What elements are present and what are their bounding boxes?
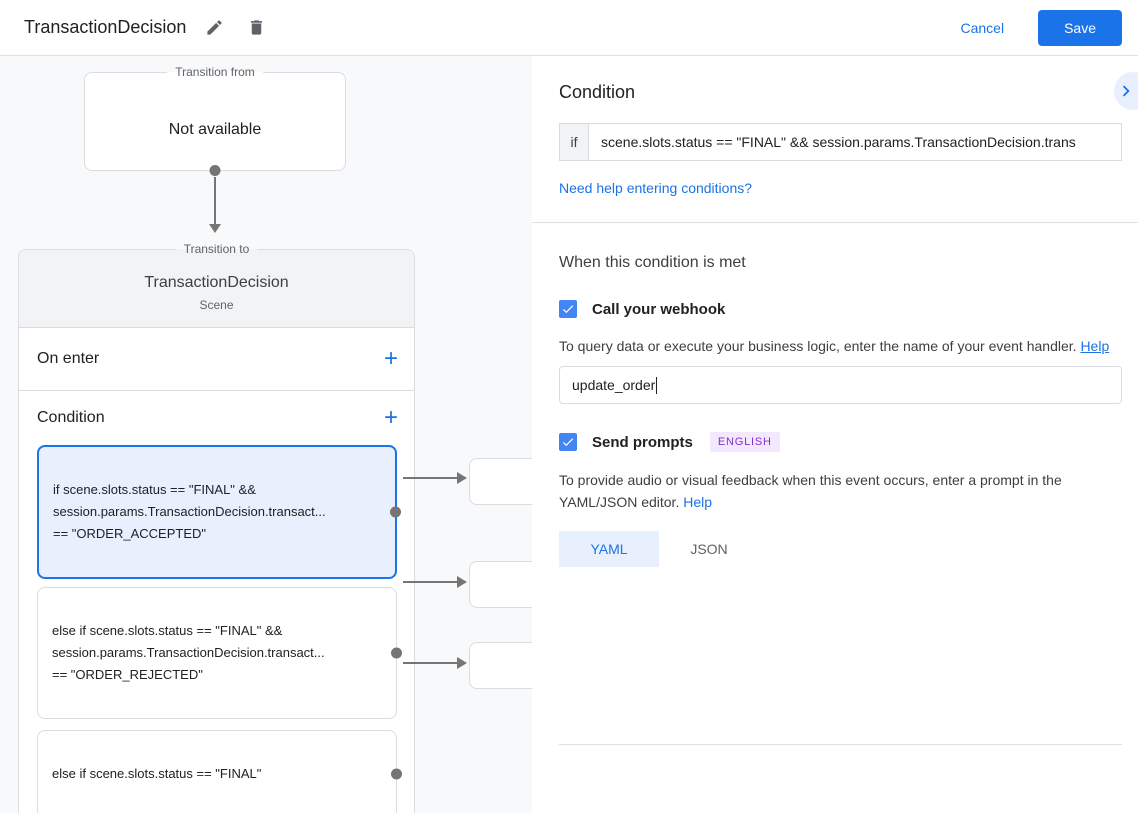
trash-icon bbox=[250, 20, 262, 35]
top-bar: TransactionDecision Cancel Save bbox=[0, 0, 1138, 56]
if-prefix-label: if bbox=[559, 123, 588, 161]
check-icon bbox=[562, 305, 574, 314]
tab-json[interactable]: JSON bbox=[690, 541, 728, 557]
connector-line bbox=[214, 177, 216, 225]
webhook-checkbox-label: Call your webhook bbox=[592, 300, 726, 318]
plus-icon: + bbox=[383, 404, 398, 431]
condition-card-text: else if scene.slots.status == "FINAL" bbox=[52, 766, 262, 781]
tab-yaml[interactable]: YAML bbox=[559, 531, 659, 567]
transition-arrow bbox=[403, 576, 467, 588]
connector-arrowhead-icon bbox=[209, 224, 221, 233]
transition-from-legend: Transition from bbox=[167, 65, 263, 79]
panel-title: Condition bbox=[559, 82, 636, 102]
scene-name: TransactionDecision bbox=[144, 274, 289, 291]
condition-label: Condition bbox=[37, 409, 105, 426]
condition-section: Condition + if scene.slots.status == "FI… bbox=[19, 391, 414, 813]
webhook-checkbox[interactable] bbox=[559, 300, 577, 318]
webhook-description: To query data or execute your business l… bbox=[559, 338, 1110, 354]
transition-arrow bbox=[403, 657, 467, 669]
transition-from-content: Not available bbox=[168, 121, 262, 138]
language-badge: ENGLISH bbox=[709, 432, 780, 452]
add-on-enter-button[interactable]: + bbox=[384, 347, 398, 371]
text-cursor bbox=[656, 376, 658, 394]
conditions-help-link[interactable]: Need help entering conditions? bbox=[559, 180, 753, 196]
send-prompts-checkbox[interactable] bbox=[559, 433, 577, 451]
transition-target-box bbox=[469, 458, 532, 505]
edit-button[interactable] bbox=[200, 14, 228, 42]
transition-from-box: Transition from Not available bbox=[84, 65, 346, 176]
on-enter-section: On enter + bbox=[19, 328, 414, 391]
transition-target-box bbox=[469, 642, 532, 689]
connector-dot bbox=[390, 506, 401, 518]
cancel-button[interactable]: Cancel bbox=[960, 19, 1005, 36]
transition-arrow bbox=[403, 472, 467, 484]
condition-detail-panel: Condition if scene.slots.status == "FINA… bbox=[532, 56, 1138, 813]
save-button[interactable]: Save bbox=[1038, 9, 1122, 46]
condition-card-rejected[interactable]: else if scene.slots.status == "FINAL" &&… bbox=[37, 587, 402, 719]
condition-card-accepted[interactable]: if scene.slots.status == "FINAL" && sess… bbox=[37, 445, 401, 579]
editor-tabs: YAML JSON bbox=[559, 531, 1122, 567]
prompts-description: To provide audio or visual feedback when… bbox=[559, 472, 1062, 510]
condition-card-text: if scene.slots.status == "FINAL" && sess… bbox=[53, 482, 326, 541]
add-condition-button[interactable]: + bbox=[384, 406, 398, 430]
condition-card-text: else if scene.slots.status == "FINAL" &&… bbox=[52, 623, 325, 682]
delete-button[interactable] bbox=[242, 14, 270, 42]
transition-target-box bbox=[469, 561, 532, 608]
scene-type-label: Scene bbox=[199, 298, 234, 312]
check-icon bbox=[562, 438, 574, 447]
connector-dot bbox=[391, 768, 402, 780]
condition-card-final[interactable]: else if scene.slots.status == "FINAL" bbox=[37, 730, 402, 813]
transition-to-card: Transition to TransactionDecision Scene … bbox=[18, 242, 415, 813]
connector-dot bbox=[209, 165, 221, 176]
page-title: TransactionDecision bbox=[24, 17, 187, 37]
flow-canvas: Transition from Not available Transition… bbox=[0, 56, 532, 813]
webhook-name-input[interactable]: update_order bbox=[559, 366, 1122, 404]
chevron-right-icon bbox=[1122, 85, 1130, 97]
webhook-help-link[interactable]: Help bbox=[1080, 338, 1110, 354]
transition-to-legend: Transition to bbox=[175, 242, 258, 256]
on-enter-label: On enter bbox=[37, 350, 100, 367]
prompts-help-link[interactable]: Help bbox=[683, 494, 713, 510]
yaml-code-editor[interactable]: ▾1 ▾2 ▾3 ▾4 5 6 7 8 candidates: - first_… bbox=[559, 744, 1122, 745]
plus-icon: + bbox=[383, 345, 398, 372]
connector-dot bbox=[391, 647, 402, 659]
pencil-icon bbox=[207, 20, 222, 35]
when-met-title: When this condition is met bbox=[559, 254, 746, 271]
scene-header: TransactionDecision Scene bbox=[19, 250, 414, 328]
send-prompts-label: Send prompts bbox=[592, 433, 693, 451]
collapse-panel-button[interactable] bbox=[1114, 72, 1138, 110]
condition-expression-input[interactable]: scene.slots.status == "FINAL" && session… bbox=[588, 123, 1122, 161]
